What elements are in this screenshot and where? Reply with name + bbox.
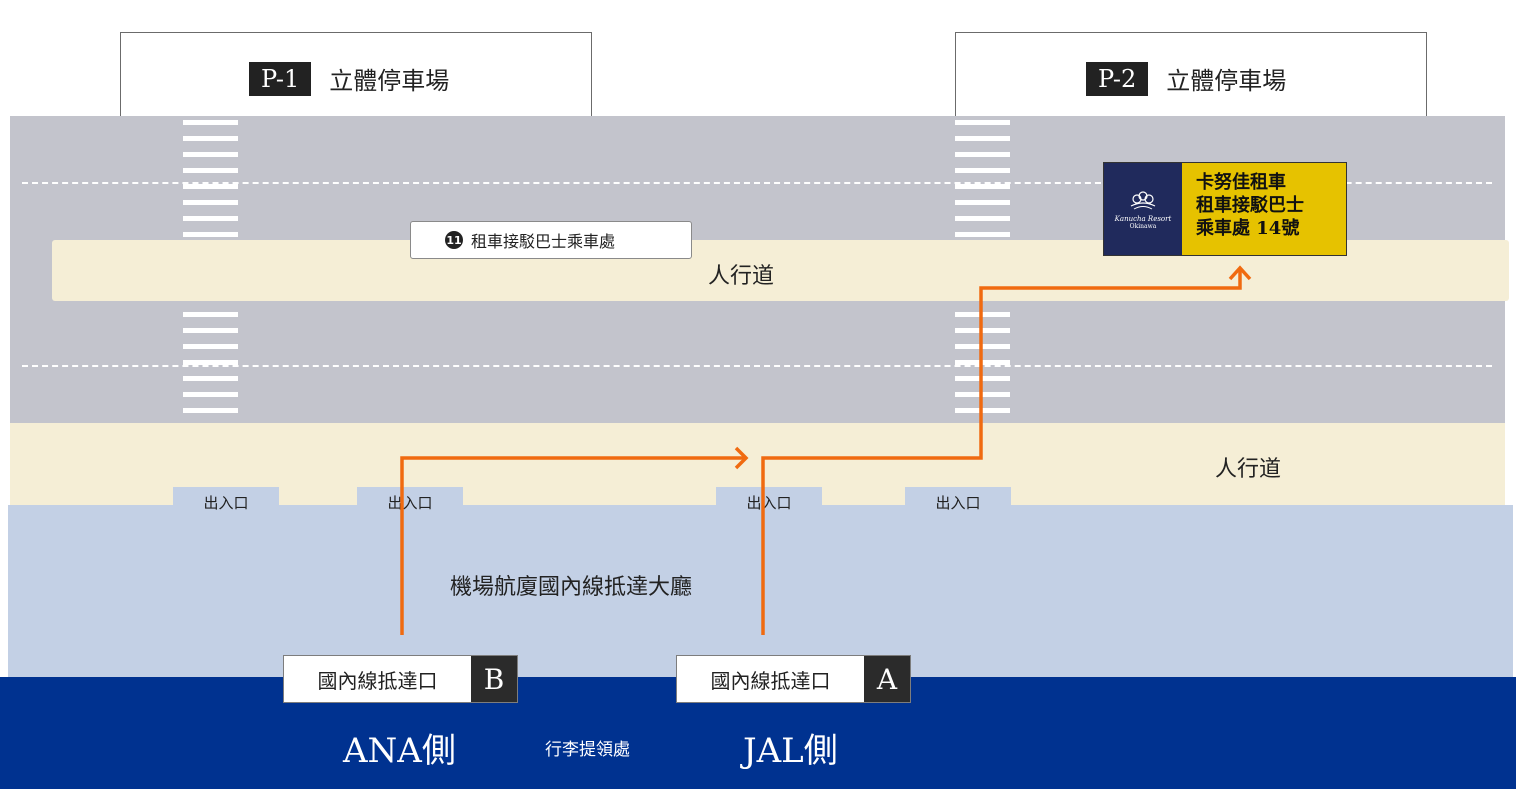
route-from-gate-b	[400, 456, 745, 635]
flower-logo-icon	[1130, 190, 1156, 209]
sign-text: 卡努佳租車 租車接駁巴士 乘車處 14號	[1182, 163, 1346, 255]
arrival-gate-b: 國內線抵達口 B	[283, 655, 518, 703]
kanucha-shuttle-sign: Kanucha Resort Okinawa 卡努佳租車 租車接駁巴士 乘車處 …	[1103, 162, 1347, 256]
shuttle-stop-label: 11 租車接駁巴士乘車處	[410, 221, 692, 259]
parking-p1: P-1 立體停車場	[120, 32, 592, 118]
sidewalk-label: 人行道	[708, 264, 775, 289]
parking-p2: P-2 立體停車場	[955, 32, 1427, 118]
lane-line	[22, 182, 1492, 184]
sidewalk-label: 人行道	[1215, 457, 1282, 482]
stop-number-badge: 11	[445, 231, 463, 249]
entrance-door: 出入口	[905, 487, 1011, 517]
gate-name: 國內線抵達口	[710, 668, 831, 693]
gate-letter: B	[471, 656, 517, 702]
parking-badge: P-2	[1086, 61, 1149, 96]
gate-letter: A	[864, 656, 910, 702]
sign-line: 租車接駁巴士	[1196, 195, 1304, 216]
jal-side-label: JAL側	[743, 731, 838, 771]
ana-side-label: ANA側	[343, 731, 456, 771]
kanucha-logo: Kanucha Resort Okinawa	[1104, 163, 1182, 255]
sign-line: 卡努佳租車	[1196, 172, 1286, 193]
parking-name: 立體停車場	[1166, 67, 1287, 95]
stop-label: 租車接駁巴士乘車處	[471, 232, 616, 251]
arrival-hall: 機場航廈國內線抵達大廳	[8, 505, 1513, 680]
parking-badge: P-1	[249, 61, 312, 96]
route-arrowhead	[1228, 265, 1252, 281]
brand-name: Kanucha Resort	[1114, 214, 1172, 223]
gate-name: 國內線抵達口	[317, 668, 438, 693]
sign-line: 乘車處 14號	[1196, 218, 1300, 239]
route-from-gate-a	[761, 270, 1242, 635]
door-label: 出入口	[387, 493, 433, 512]
entrance-door: 出入口	[716, 487, 822, 517]
lane-line	[22, 365, 1492, 367]
brand-sub: Okinawa	[1129, 222, 1157, 230]
arrival-gate-a: 國內線抵達口 A	[676, 655, 911, 703]
baggage-claim-label: 行李提領處	[545, 740, 630, 760]
arrival-hall-label: 機場航廈國內線抵達大廳	[450, 575, 693, 600]
door-label: 出入口	[746, 493, 792, 512]
entrance-door: 出入口	[173, 487, 279, 517]
route-arrowhead	[734, 446, 749, 470]
door-label: 出入口	[203, 493, 249, 512]
entrance-door: 出入口	[357, 487, 463, 517]
door-label: 出入口	[935, 493, 981, 512]
parking-name: 立體停車場	[329, 67, 450, 95]
